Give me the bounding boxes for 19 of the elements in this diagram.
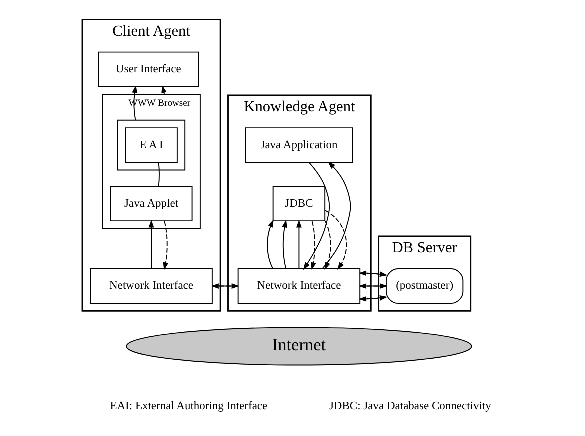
arrow bbox=[267, 220, 274, 270]
label: JDBC: Java Database Connectivity bbox=[329, 400, 492, 413]
node-box: E A I bbox=[125, 128, 178, 164]
label: EAI: External Authoring Interface bbox=[110, 400, 268, 413]
arrow bbox=[282, 220, 288, 270]
node-box: User Interface bbox=[98, 52, 199, 88]
node-box: JDBC bbox=[272, 186, 326, 222]
arrow bbox=[148, 220, 154, 270]
node-box: Network Interface bbox=[90, 268, 213, 304]
connector bbox=[158, 162, 160, 187]
arrow bbox=[310, 220, 316, 270]
node-box: (postmaster) bbox=[386, 268, 464, 304]
node-ellipse: Internet bbox=[126, 327, 472, 366]
cluster bbox=[118, 120, 186, 171]
arrow bbox=[296, 220, 302, 270]
node-box: Java Application bbox=[245, 128, 354, 164]
node-box: Network Interface bbox=[238, 268, 361, 304]
node-box: Java Applet bbox=[110, 186, 193, 222]
arrow bbox=[163, 220, 169, 270]
